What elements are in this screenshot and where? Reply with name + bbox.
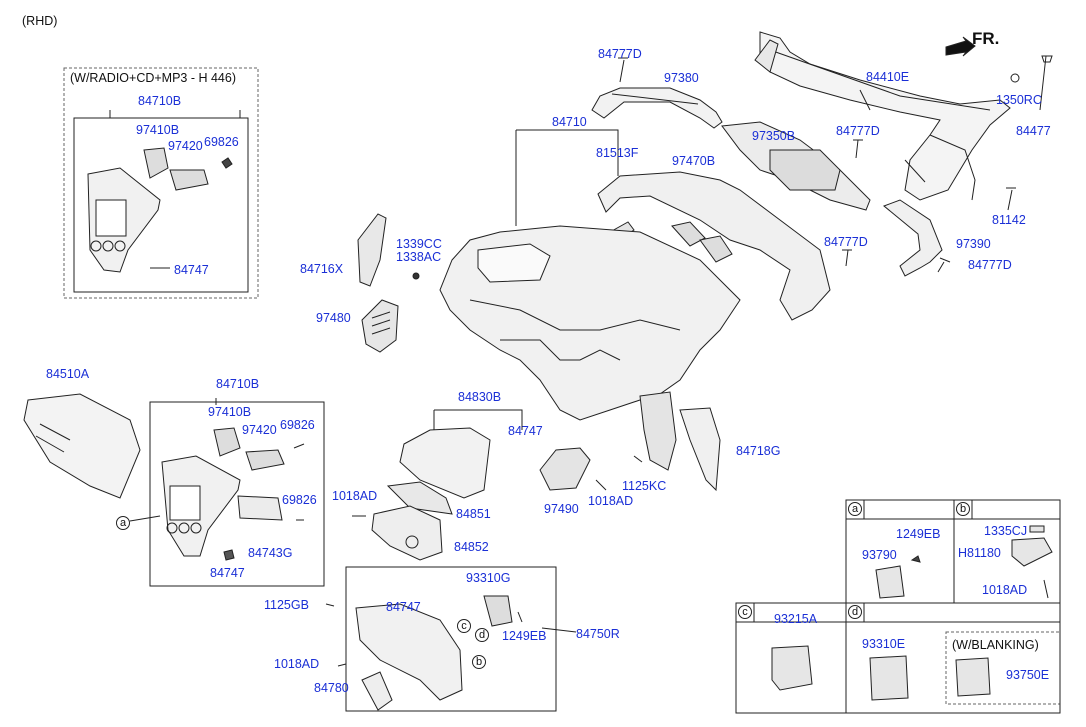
- part-label: 1339CC: [396, 237, 442, 251]
- part-label: 84710B: [216, 377, 260, 391]
- detail-part-label: 93215A: [774, 612, 818, 626]
- ref-circle-c: c: [457, 619, 471, 633]
- part-label: 84747: [508, 424, 543, 438]
- part-label: 1125GB: [264, 598, 309, 612]
- part-label: 84777D: [836, 124, 880, 138]
- part-label: 97490: [544, 502, 579, 516]
- detail-tag-b: b: [956, 502, 970, 516]
- part-label: 69826: [280, 418, 315, 432]
- part-label: 84510A: [46, 367, 90, 381]
- detail-tag-a: a: [848, 502, 862, 516]
- detail-part-label: 93790: [862, 548, 897, 562]
- part-label: 97410B: [208, 405, 252, 419]
- part-label: 84780: [314, 681, 349, 695]
- part-label: 69826: [282, 493, 317, 507]
- part-label: 93310G: [466, 571, 511, 585]
- part-label: 84477: [1016, 124, 1051, 138]
- detail-part-label: 93310E: [862, 637, 906, 651]
- detail-part-label: 93750E: [1006, 668, 1050, 682]
- part-label: 1338AC: [396, 250, 442, 264]
- detail-tag-c: c: [738, 605, 752, 619]
- front-direction-label: FR.: [972, 29, 1000, 48]
- part-label: 84716X: [300, 262, 344, 276]
- part-label: 1018AD: [588, 494, 634, 508]
- detail-tag-d: d: [848, 605, 862, 619]
- part-label: 84743G: [248, 546, 293, 560]
- detail-part-label: 1018AD: [982, 583, 1028, 597]
- front-arrow-icon: [945, 36, 976, 57]
- part-label: 84718G: [736, 444, 781, 458]
- part-label: 81513F: [596, 146, 639, 160]
- inset-assembly-label: 84710B: [138, 94, 182, 108]
- inset-part-69826: 69826: [204, 135, 239, 149]
- part-label: 81142: [992, 213, 1026, 227]
- part-label: 84747: [386, 600, 421, 614]
- inset-part-97420: 97420: [168, 139, 203, 153]
- part-label: 84710: [552, 115, 587, 129]
- ref-circle-a: a: [116, 516, 130, 530]
- detail-part-label: 1249EB: [896, 527, 941, 541]
- ref-circle-d: d: [475, 628, 489, 642]
- part-label: 1350RC: [996, 93, 1042, 107]
- part-label: 84851: [456, 507, 491, 521]
- part-label: 84750R: [576, 627, 620, 641]
- part-label: 1125KC: [622, 479, 667, 493]
- part-label: 97480: [316, 311, 351, 325]
- part-label: 1018AD: [332, 489, 378, 503]
- part-label: 84777D: [968, 258, 1012, 272]
- part-label: 1249EB: [502, 629, 547, 643]
- inset-title: (W/RADIO+CD+MP3 - H 446): [70, 71, 237, 85]
- part-label: 97390: [956, 237, 991, 251]
- part-label: 97420: [242, 423, 277, 437]
- part-label: 84830B: [458, 390, 502, 404]
- part-label: 1018AD: [274, 657, 320, 671]
- part-label: 84777D: [824, 235, 868, 249]
- part-label: 97380: [664, 71, 699, 85]
- part-label: 97350B: [752, 129, 796, 143]
- part-label: 84777D: [598, 47, 642, 61]
- part-label: 84747: [210, 566, 245, 580]
- detail-part-label: H81180: [958, 546, 1001, 560]
- ref-circle-b: b: [472, 655, 486, 669]
- inset-part-84747: 84747: [174, 263, 209, 277]
- part-label: 84410E: [866, 70, 910, 84]
- part-label: 84852: [454, 540, 489, 554]
- part-label: 97470B: [672, 154, 716, 168]
- inset-part-97410B: 97410B: [136, 123, 180, 137]
- detail-part-label: 1335CJ: [984, 524, 1028, 538]
- blanking-title: (W/BLANKING): [952, 638, 1039, 652]
- variant-label: (RHD): [22, 14, 58, 28]
